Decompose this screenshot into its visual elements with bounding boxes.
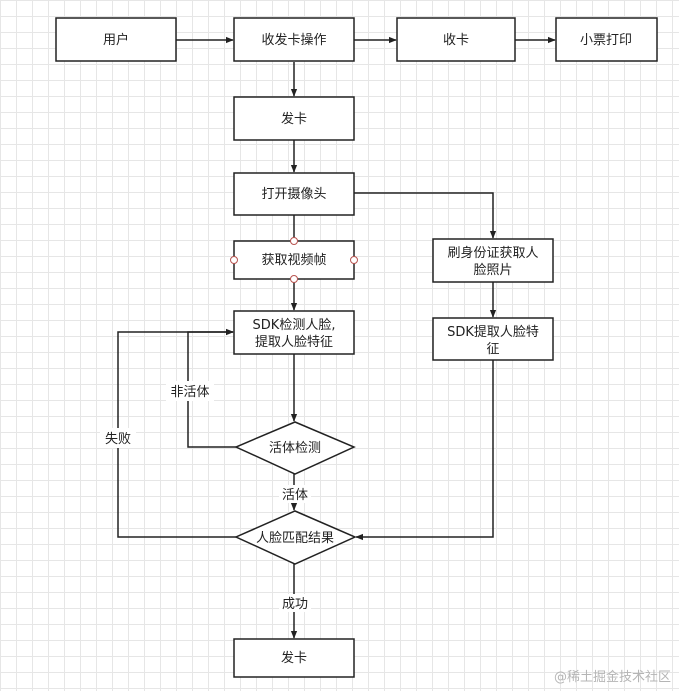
label-sdk-extract-line2: 征	[486, 342, 499, 357]
node-receipt	[555, 17, 658, 62]
node-sdk-detect	[233, 310, 355, 355]
handle-bottom[interactable]	[290, 275, 298, 283]
edge-sdk-extract-to-match	[355, 360, 494, 541]
label-id-card-line2: 脸照片	[473, 263, 512, 278]
node-labels: 用户 收发卡操作 收卡 小票打印 发卡 打开摄像头 获取视频帧 SDK检测人脸,…	[103, 32, 632, 666]
edge-labels: 非活体 失败 活体 成功	[100, 381, 311, 612]
label-receipt: 小票打印	[580, 33, 632, 48]
selection-handles	[230, 237, 358, 283]
node-id-card	[432, 238, 554, 283]
edge-label-fail: 失败	[105, 432, 131, 447]
label-frame: 获取视频帧	[261, 253, 326, 268]
label-liveness: 活体检测	[269, 441, 321, 456]
label-match: 人脸匹配结果	[256, 531, 334, 546]
handle-top[interactable]	[290, 237, 298, 245]
edge-camera-to-id-card	[354, 192, 497, 239]
node-issue-op	[233, 17, 355, 62]
nodes	[55, 17, 658, 678]
handle-right[interactable]	[350, 256, 358, 264]
label-sdk-detect-line1: SDK检测人脸,	[253, 318, 336, 333]
watermark: @稀土掘金技术社区	[553, 670, 671, 685]
node-issue-top	[233, 96, 355, 141]
node-sdk-extract	[432, 317, 554, 361]
label-id-card-line1: 刷身份证获取人	[447, 245, 538, 261]
label-issue-op: 收发卡操作	[261, 32, 326, 48]
node-match	[234, 510, 357, 565]
node-liveness	[234, 421, 356, 475]
node-user	[55, 17, 177, 62]
edge-label-live: 活体	[282, 488, 308, 503]
edge-label-not-live: 非活体	[170, 385, 209, 400]
node-issue-bottom	[233, 638, 355, 678]
label-issue-top: 发卡	[281, 111, 307, 127]
label-sdk-detect-line2: 提取人脸特征	[255, 334, 333, 350]
node-camera	[233, 172, 355, 216]
node-collect	[396, 17, 516, 62]
handle-left[interactable]	[230, 256, 238, 264]
node-frame	[233, 240, 355, 280]
edge-label-success: 成功	[282, 597, 308, 612]
label-user: 用户	[103, 32, 129, 48]
label-issue-bottom: 发卡	[281, 650, 307, 666]
label-camera: 打开摄像头	[261, 187, 326, 202]
label-sdk-extract-line1: SDK提取人脸特	[447, 324, 539, 340]
label-collect: 收卡	[443, 33, 469, 48]
